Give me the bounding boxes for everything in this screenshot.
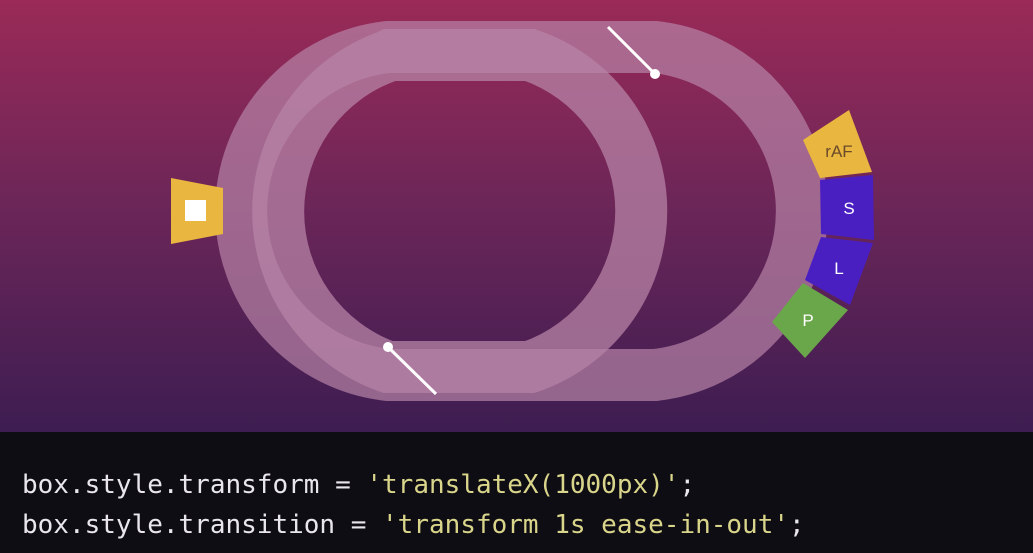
- code-snippet: box.style.transform = 'translateX(1000px…: [0, 432, 1033, 553]
- code-line-2-suffix: ;: [789, 510, 805, 540]
- paint-segment: [772, 283, 848, 358]
- code-line-2-string: 'transform 1s ease-in-out': [382, 510, 790, 540]
- left-loop-track: [252, 29, 668, 393]
- paint-label: P: [802, 311, 813, 330]
- code-line-1-string: 'translateX(1000px)': [366, 470, 680, 500]
- layout-segment: [805, 237, 873, 305]
- code-line-2-prefix: box.style.transition =: [22, 510, 383, 540]
- code-line-transform: box.style.transform = 'translateX(1000px…: [22, 465, 1033, 505]
- right-loop-track: [215, 21, 828, 401]
- top-switch-pointer: [606, 25, 660, 79]
- raf-label: rAF: [825, 142, 852, 161]
- raf-segment: [803, 110, 872, 178]
- event-loop-track: rAF S L P: [171, 21, 874, 401]
- code-line-1-prefix: box.style.transform =: [22, 470, 367, 500]
- style-label: S: [843, 199, 854, 218]
- code-line-1-suffix: ;: [679, 470, 696, 500]
- bottom-switch-pointer: [383, 342, 438, 396]
- code-line-transition: box.style.transition = 'transform 1s eas…: [22, 505, 1033, 545]
- style-segment: [820, 175, 874, 240]
- layout-label: L: [834, 259, 843, 278]
- event-loop-diagram: rAF S L P: [0, 0, 1033, 432]
- square-icon: [185, 200, 206, 221]
